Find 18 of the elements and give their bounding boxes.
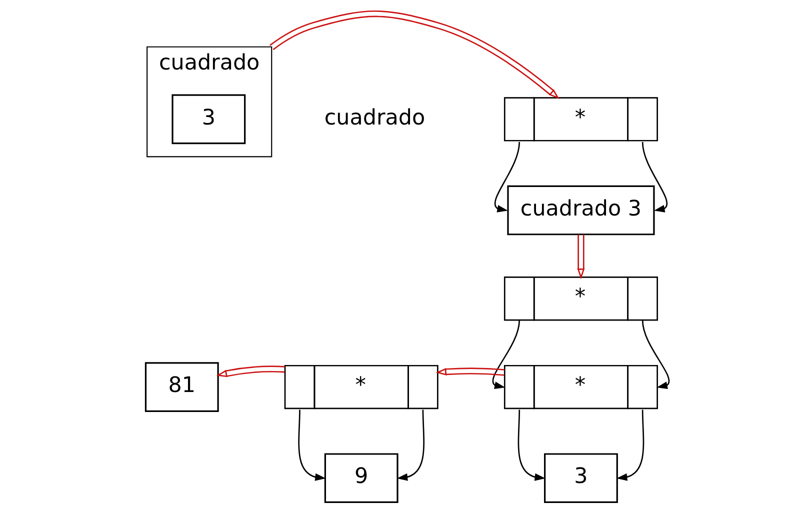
arrow [396, 410, 424, 481]
arrow [492, 320, 520, 390]
arrow [641, 142, 667, 212]
arrow [269, 10, 559, 100]
node-box: cuadrado 3 [506, 185, 654, 236]
arrow [298, 410, 326, 481]
node-box: 9 [324, 453, 398, 504]
arrow [517, 410, 545, 481]
arrow [576, 234, 584, 280]
node-box: 3 [171, 94, 246, 144]
arrow [494, 142, 520, 212]
node-label: cuadrado [324, 105, 425, 130]
arrow [435, 368, 504, 376]
arrow [216, 366, 284, 378]
node-box: 81 [144, 362, 218, 412]
node-box: 3 [544, 453, 618, 504]
arrow [641, 320, 670, 390]
arrow [616, 410, 644, 481]
